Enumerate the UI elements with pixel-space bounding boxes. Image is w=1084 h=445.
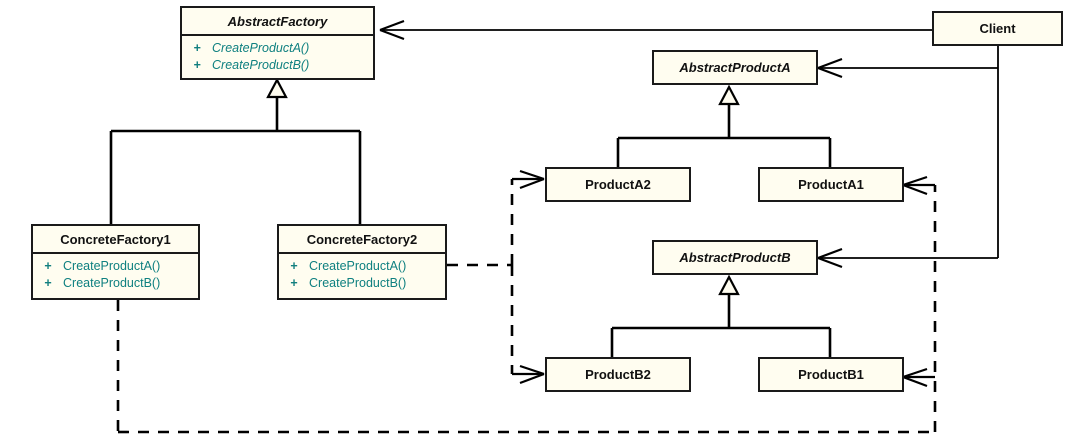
class-title: AbstractProductB [679,250,791,265]
operation-signature: CreateProductA() [309,259,407,273]
class-title: ProductB1 [798,367,864,382]
class-concrete-factory-1[interactable]: ConcreteFactory1 + CreateProductA() + Cr… [31,224,200,300]
operation-row: + CreateProductA() [279,258,445,275]
generalization-factories [109,77,362,224]
class-title: ProductB2 [585,367,651,382]
class-title: AbstractProductA [679,60,791,75]
class-product-a2[interactable]: ProductA2 [545,167,691,202]
class-title: AbstractFactory [182,8,373,36]
class-title: Client [979,21,1016,36]
class-abstract-product-a[interactable]: AbstractProductA [652,50,818,85]
operations-compartment: + CreateProductA() + CreateProductB() [279,254,445,297]
visibility-marker: + [193,41,201,55]
class-title: ProductA1 [798,177,864,192]
generalization-product-b [610,274,832,358]
visibility-marker: + [44,259,52,273]
operation-row: + CreateProductB() [279,275,445,292]
operations-compartment: + CreateProductA() + CreateProductB() [182,36,373,79]
operation-signature: CreateProductB() [212,58,310,72]
operation-signature: CreateProductA() [212,41,310,55]
operation-signature: CreateProductB() [63,276,161,290]
class-product-b2[interactable]: ProductB2 [545,357,691,392]
class-title: ConcreteFactory1 [33,226,198,254]
association-client-abstractproducta [817,45,999,79]
association-client-abstractfactory [379,19,932,41]
visibility-marker: + [44,276,52,290]
class-title: ConcreteFactory2 [279,226,445,254]
generalization-product-a [616,84,832,168]
dependency-concretefactory2-products [447,169,545,385]
class-client[interactable]: Client [932,11,1063,46]
class-abstract-factory[interactable]: AbstractFactory + CreateProductA() + Cre… [180,6,375,80]
operation-signature: CreateProductA() [63,259,161,273]
operations-compartment: + CreateProductA() + CreateProductB() [33,254,198,297]
class-title: ProductA2 [585,177,651,192]
visibility-marker: + [290,276,298,290]
operation-row: + CreateProductA() [182,40,373,57]
operation-row: + CreateProductB() [182,57,373,74]
class-product-b1[interactable]: ProductB1 [758,357,904,392]
visibility-marker: + [193,58,201,72]
dependency-concretefactory1-products [116,175,937,434]
class-product-a1[interactable]: ProductA1 [758,167,904,202]
class-concrete-factory-2[interactable]: ConcreteFactory2 + CreateProductA() + Cr… [277,224,447,300]
visibility-marker: + [290,259,298,273]
operation-row: + CreateProductB() [33,275,198,292]
operation-row: + CreateProductA() [33,258,198,275]
class-abstract-product-b[interactable]: AbstractProductB [652,240,818,275]
operation-signature: CreateProductB() [309,276,407,290]
